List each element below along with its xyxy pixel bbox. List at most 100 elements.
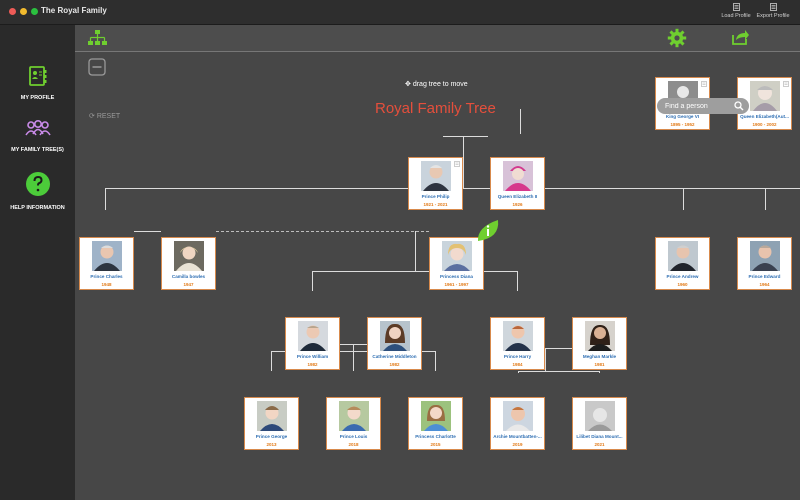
person-card-prince-louis[interactable]: Prince Louis 2018 [326, 397, 381, 450]
search-bar[interactable] [657, 98, 749, 114]
load-profile-button[interactable]: Load Profile [716, 3, 756, 19]
tree-canvas[interactable]: ⟳ RESET ✥ drag tree to move Royal Family… [75, 52, 800, 500]
person-years: 2019 [512, 442, 523, 447]
sidebar-item-my-profile[interactable]: MY PROFILE [0, 65, 75, 101]
sidebar-item-my-family-trees[interactable]: MY FAMILY TREE(S) [0, 119, 75, 153]
sidebar-item-label: MY FAMILY TREE(S) [11, 147, 64, 153]
canvas-toolbar [75, 25, 800, 52]
person-photo [298, 321, 328, 351]
person-card-queen-elizabeth-ii[interactable]: Queen Elizabeth II 1926 [490, 157, 545, 210]
org-chart-icon[interactable] [87, 29, 108, 47]
person-name: Prince Edward [748, 274, 781, 279]
person-years: 1960 [677, 282, 688, 287]
card-menu-icon[interactable] [454, 161, 460, 167]
sidebar-item-help-information[interactable]: HELP INFORMATION [0, 171, 75, 211]
card-menu-icon[interactable] [783, 81, 789, 87]
family-group-icon [24, 119, 51, 136]
share-icon[interactable] [730, 27, 750, 47]
drag-hint-text: drag tree to move [412, 81, 468, 88]
refresh-icon: ⟳ [89, 113, 95, 120]
person-years: 1982 [307, 362, 318, 367]
person-years: 1895 - 1952 [670, 122, 695, 127]
zoom-window-button[interactable] [31, 8, 38, 15]
sidebar-item-label: MY PROFILE [20, 95, 55, 101]
person-photo [503, 321, 533, 351]
person-card-prince-edward[interactable]: Prince Edward 1964 [737, 237, 792, 290]
person-years: 1948 [101, 282, 112, 287]
tree-connector [599, 371, 600, 373]
close-window-button[interactable] [9, 8, 16, 15]
person-card-lilibet-mountbatten[interactable]: Lilibet Diana Mount... 2021 [572, 397, 627, 450]
person-name: Prince Charles [90, 274, 123, 279]
person-years: 1961 - 1997 [444, 282, 469, 287]
person-years: 2018 [348, 442, 359, 447]
load-profile-label: Load Profile [721, 13, 751, 19]
person-card-princess-diana[interactable]: Princess Diana 1961 - 1997 [429, 237, 484, 290]
person-card-archie-mountbatten[interactable]: Archie Mountbatten-... 2019 [490, 397, 545, 450]
person-photo [257, 401, 287, 431]
person-years: 1982 [389, 362, 400, 367]
person-photo [339, 401, 369, 431]
person-photo [750, 81, 780, 111]
person-name: Camilla bowles [171, 274, 206, 279]
person-years: 1947 [183, 282, 194, 287]
person-name: Prince George [255, 434, 288, 439]
person-name: Queen Elizabeth II [497, 194, 538, 199]
search-icon[interactable] [734, 101, 744, 111]
export-profile-button[interactable]: Export Profile [753, 3, 793, 19]
profile-book-icon [28, 66, 46, 86]
reset-label: RESET [96, 113, 121, 120]
person-card-camilla-bowles[interactable]: Camilla bowles 1947 [161, 237, 216, 290]
person-photo [442, 241, 472, 271]
person-years: 2015 [430, 442, 441, 447]
person-photo [174, 241, 204, 271]
person-years: 1926 [512, 202, 523, 207]
tree-connector [545, 348, 574, 349]
reset-button[interactable]: ⟳ RESET [89, 112, 120, 120]
person-years: 2021 [594, 442, 605, 447]
tree-connector [443, 136, 488, 137]
tree-connector [353, 344, 354, 351]
tree-connector [312, 271, 518, 272]
person-name: Prince William [296, 354, 329, 359]
document-icon [769, 3, 777, 11]
person-years: 2013 [266, 442, 277, 447]
tree-connector [353, 351, 354, 371]
tree-connector [545, 348, 546, 371]
person-photo [421, 401, 451, 431]
card-menu-icon[interactable] [701, 81, 707, 87]
person-card-prince-william[interactable]: Prince William 1982 [285, 317, 340, 370]
tree-connector [415, 231, 416, 271]
person-years: 1984 [512, 362, 523, 367]
person-photo [503, 161, 533, 191]
person-card-prince-andrew[interactable]: Prince Andrew 1960 [655, 237, 710, 290]
person-card-prince-philip[interactable]: Prince Philip 1921 - 2021 [408, 157, 463, 210]
person-name: Queen Elizabeth(Aut... [740, 114, 789, 119]
person-name: Meghan Markle [582, 354, 617, 359]
person-name: King George VI [665, 114, 700, 119]
person-name: Prince Harry [503, 354, 532, 359]
person-years: 1921 - 2021 [423, 202, 448, 207]
tree-connector [765, 188, 766, 210]
person-card-prince-charles[interactable]: Prince Charles 1948 [79, 237, 134, 290]
person-name: Catherine Middleton [372, 354, 417, 359]
minimize-window-button[interactable] [20, 8, 27, 15]
tree-title: Royal Family Tree [375, 100, 496, 117]
search-input[interactable] [665, 100, 733, 112]
gear-icon[interactable] [667, 28, 687, 48]
person-card-prince-george[interactable]: Prince George 2013 [244, 397, 299, 450]
sidebar: MY PROFILE MY FAMILY TREE(S) HELP INFORM… [0, 25, 75, 500]
person-card-meghan-markle[interactable]: Meghan Markle 1981 [572, 317, 627, 370]
zoom-out-icon[interactable] [88, 58, 106, 76]
person-card-princess-charlotte[interactable]: Princess Charlotte 2015 [408, 397, 463, 450]
info-leaf-icon[interactable] [475, 218, 501, 244]
person-name: Archie Mountbatten-... [493, 434, 542, 439]
tree-connector [517, 271, 518, 291]
person-photo [380, 321, 410, 351]
person-card-catherine-middleton[interactable]: Catherine Middleton 1982 [367, 317, 422, 370]
person-name: Prince Philip [421, 194, 450, 199]
move-icon: ✥ [405, 81, 411, 88]
person-card-queen-elizabeth-mother[interactable]: Queen Elizabeth(Aut... 1900 - 2002 [737, 77, 792, 130]
person-years: 1981 [594, 362, 605, 367]
person-card-prince-harry[interactable]: Prince Harry 1984 [490, 317, 545, 370]
